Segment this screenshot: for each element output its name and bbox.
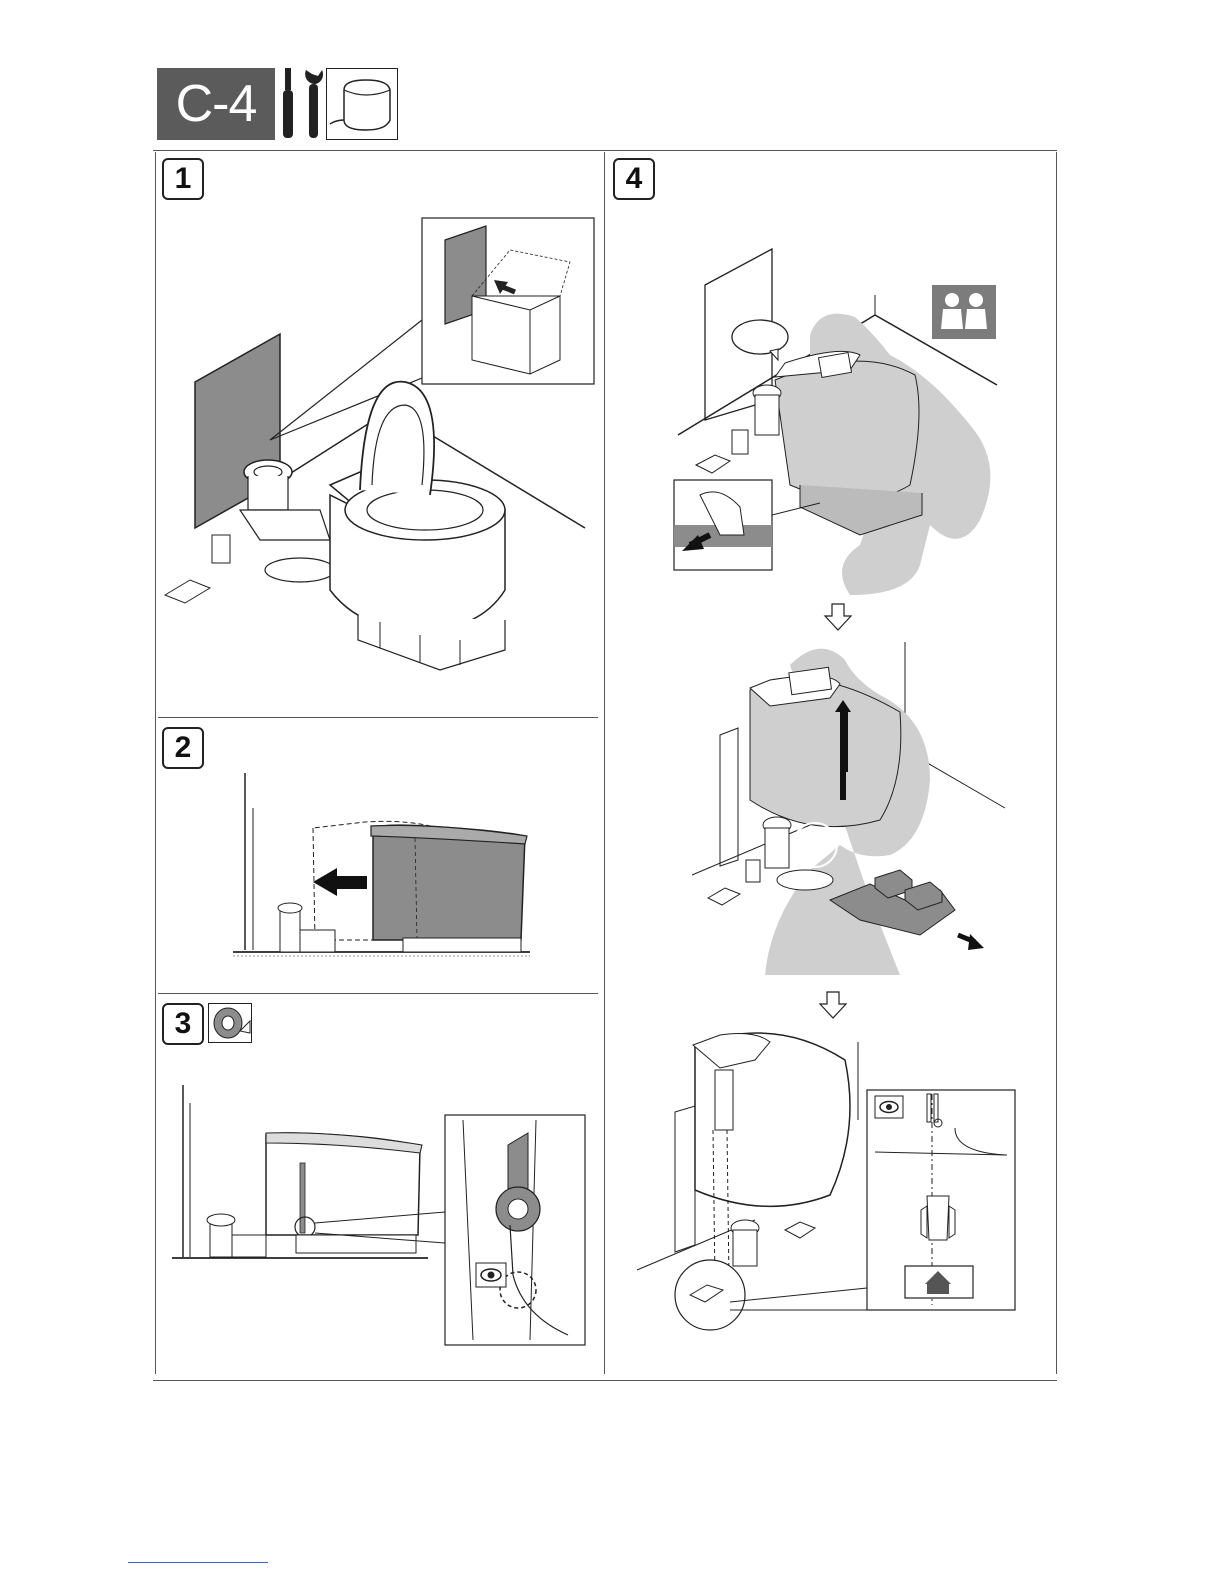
bottom-rule (153, 1380, 1057, 1381)
step-3-illustration (168, 1075, 588, 1350)
step-2-number: 2 (162, 727, 204, 769)
section-badge: C-4 (157, 68, 275, 140)
right-border (1056, 152, 1057, 1374)
down-arrow-2 (818, 990, 848, 1020)
step-1-illustration (160, 210, 600, 690)
slide-arrow-icon (313, 868, 367, 896)
tools-icon (280, 68, 324, 140)
tape-roll-icon (208, 1003, 252, 1043)
step-4-number: 4 (613, 158, 655, 200)
step-4-illustration-bottom (635, 1020, 1035, 1350)
left-border (155, 152, 156, 1374)
step-1-number: 1 (162, 158, 204, 200)
step1-step2-rule (158, 717, 598, 718)
header-rule (153, 150, 1057, 151)
two-persons-icon (932, 285, 996, 339)
down-arrow-1 (823, 602, 853, 632)
center-divider (604, 152, 605, 1374)
eye-icon (875, 1096, 903, 1118)
step2-step3-rule (158, 993, 598, 994)
toilet-unit-icon (326, 68, 398, 140)
step-4-illustration-middle (690, 640, 1050, 980)
step-2-illustration (225, 768, 540, 963)
footer-link[interactable] (128, 1552, 268, 1563)
step-3-number: 3 (162, 1003, 204, 1045)
step-4-illustration-top (660, 245, 1055, 605)
eye-icon (476, 1263, 506, 1287)
